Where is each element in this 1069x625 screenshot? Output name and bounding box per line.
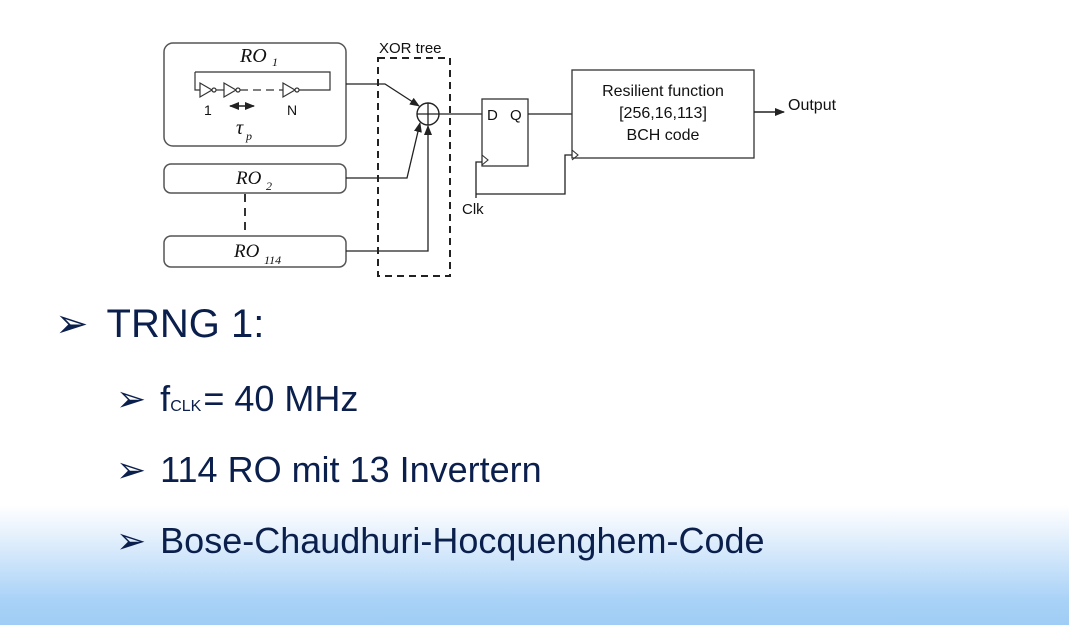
xor-tree-label: XOR tree xyxy=(379,40,442,57)
bullet-trng1-text: TRNG 1: xyxy=(106,302,265,346)
ro2-block: RO 2 xyxy=(163,163,347,194)
bullet-bch-code-text: Bose-Chaudhuri-Hocquenghem-Code xyxy=(160,520,765,561)
inverter-icon xyxy=(282,81,297,99)
bullet-ro-count-text: 114 RO mit 13 Invertern xyxy=(160,449,542,490)
bullet-arrow-icon: ➢ xyxy=(116,379,147,420)
bullet-trng1: ➢ TRNG 1: xyxy=(55,301,264,347)
inverter-icon xyxy=(199,81,214,99)
ff-d-label: D xyxy=(487,107,498,124)
ro2-to-xor-wire xyxy=(346,122,422,179)
ro1-label: RO xyxy=(239,45,267,67)
function-line2: [256,16,113] xyxy=(619,105,707,122)
clk-to-ff-wire xyxy=(475,161,482,198)
ro2-subscript: 2 xyxy=(266,179,272,193)
fclk-subscript: CLK xyxy=(170,398,202,415)
fclk-value: = 40 MHz xyxy=(203,378,359,419)
fclk-symbol: f xyxy=(160,378,171,419)
ro1-to-xor-wire xyxy=(346,83,420,107)
ro2-label: RO xyxy=(235,168,262,189)
output-label: Output xyxy=(788,97,837,114)
resilient-function-block: Resilient function [256,16,113] BCH code xyxy=(571,69,755,161)
function-line3: BCH code xyxy=(627,127,700,144)
tau-label: τ xyxy=(236,117,244,139)
bullet-arrow-icon: ➢ xyxy=(55,301,89,347)
d-flipflop: D Q xyxy=(481,98,529,167)
clk-to-function-wire xyxy=(476,154,572,195)
tau-subscript: p xyxy=(245,129,252,143)
bullet-arrow-icon: ➢ xyxy=(116,521,147,562)
bullet-bch-code: ➢ Bose-Chaudhuri-Hocquenghem-Code xyxy=(116,520,765,562)
trng-block-diagram: RO 1 1 N τ p RO 2 RO 114 xyxy=(163,40,837,277)
ro114-to-xor-wire xyxy=(346,125,432,252)
bullet-arrow-icon: ➢ xyxy=(116,450,147,491)
xor-tree: XOR tree xyxy=(377,40,451,277)
ro1-subscript: 1 xyxy=(272,55,278,69)
inverter-last-label: N xyxy=(287,102,297,118)
inverter-icon xyxy=(223,81,238,99)
inverter-chain xyxy=(194,71,331,99)
clk-label: Clk xyxy=(462,201,484,218)
function-line1: Resilient function xyxy=(602,83,724,100)
inverter-first-label: 1 xyxy=(204,102,212,118)
ro1-block: RO 1 1 N τ p xyxy=(163,42,347,147)
ro114-label: RO xyxy=(233,241,260,262)
ro114-block: RO 114 xyxy=(163,235,347,268)
ro114-subscript: 114 xyxy=(264,253,281,267)
bullet-ro-count: ➢ 114 RO mit 13 Invertern xyxy=(116,449,542,491)
bullet-fclk: ➢ fCLK= 40 MHz xyxy=(116,378,358,420)
ff-q-label: Q xyxy=(510,107,522,124)
